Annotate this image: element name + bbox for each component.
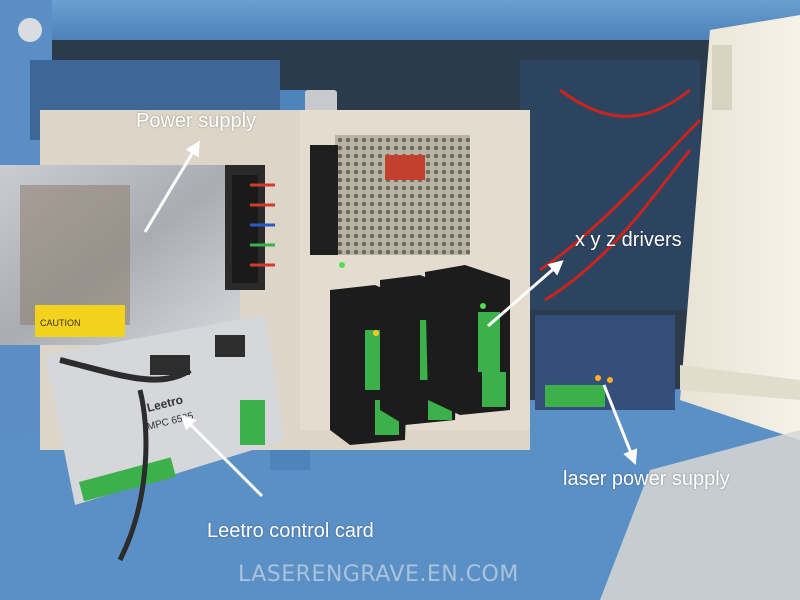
- power-supply-top: [310, 135, 470, 268]
- cabinet-bolt: [18, 18, 42, 42]
- laser-power-supply: [535, 315, 675, 410]
- label-power-supply: Power supply: [136, 110, 257, 132]
- arrow-laser-power-supply: [602, 384, 638, 465]
- annotation-arrows: [143, 140, 638, 498]
- cabinet-door: [680, 15, 800, 440]
- red-wiring: [539, 88, 702, 302]
- caution-text: CAUTION: [40, 318, 81, 328]
- arrow-control-card: [180, 414, 264, 498]
- label-xyz-drivers: x y z drivers: [575, 229, 682, 251]
- watermark: LASERENGRAVE.EN.COM: [238, 562, 519, 587]
- usb-cable: [59, 357, 192, 383]
- foam-packaging: [600, 430, 800, 600]
- power-cable: [117, 389, 149, 562]
- power-supply-left: CAUTION: [0, 165, 275, 345]
- power-supply-left-wires: [250, 183, 275, 267]
- arrow-power-supply: [143, 140, 200, 233]
- arrow-xyz-drivers: [487, 260, 564, 328]
- label-control-card: Leetro control card: [207, 520, 374, 542]
- label-laser-power-supply: laser power supply: [563, 468, 730, 490]
- caution-label: [35, 305, 125, 337]
- xyz-driver-3: [425, 265, 510, 415]
